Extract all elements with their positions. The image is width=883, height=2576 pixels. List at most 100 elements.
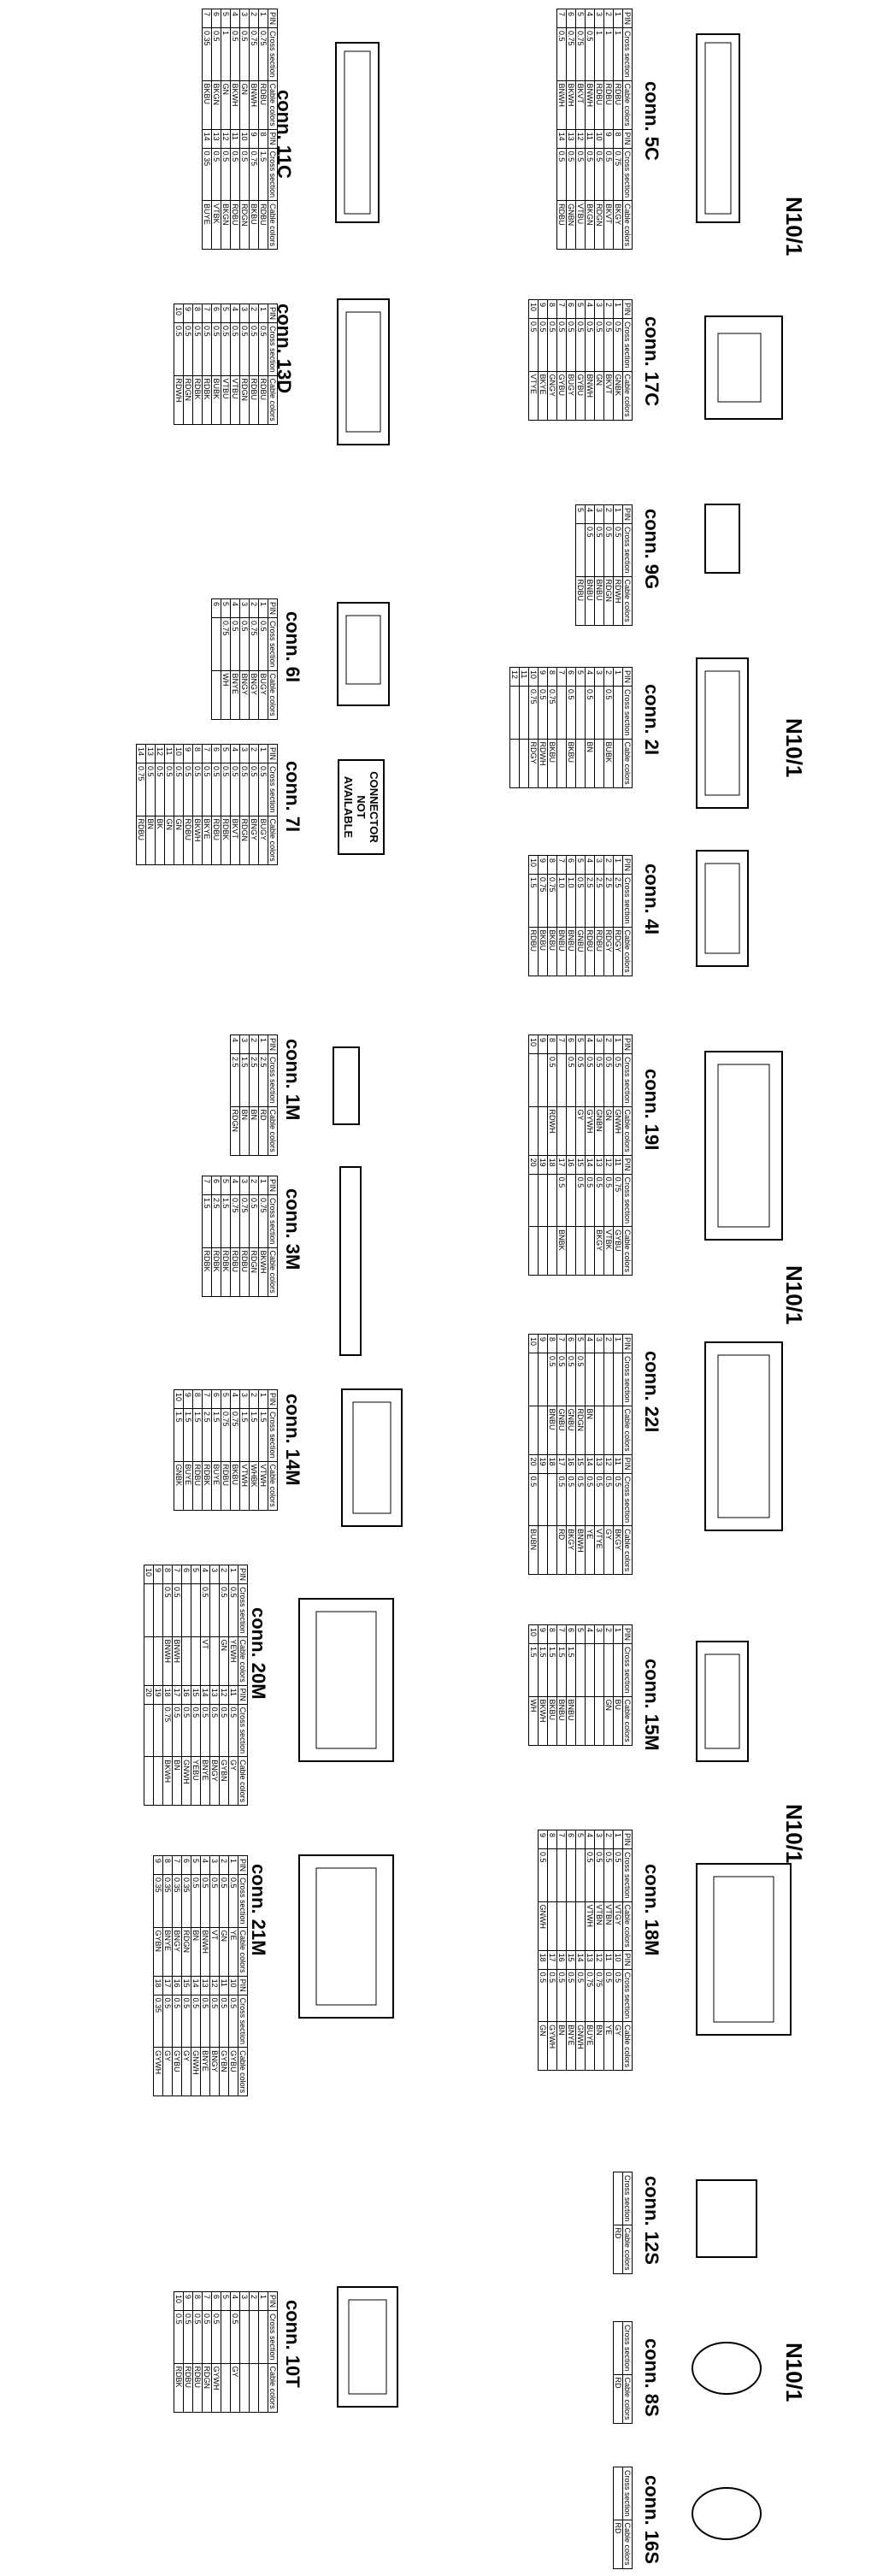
- table-cell: [209, 1636, 220, 1686]
- table-cell: [613, 686, 623, 740]
- table-cell: BKYE: [202, 816, 212, 865]
- table-cell: BKGY: [594, 1226, 604, 1276]
- table-cell: 8: [613, 129, 623, 149]
- table-cell: 0.75: [613, 1174, 623, 1227]
- table-cell: GY: [613, 2021, 623, 2071]
- table-cell: GNBN: [594, 1106, 604, 1156]
- table-cell: GNWH: [181, 1756, 191, 1806]
- table-cell: 1: [258, 9, 268, 28]
- table-cell: 3: [239, 304, 250, 323]
- table-cell: 3: [594, 667, 604, 687]
- page-label-4: N10/1: [781, 1804, 807, 1864]
- table-cell: 0.5: [192, 322, 203, 376]
- connector-6I-drawing: [337, 602, 390, 706]
- table-cell: 2: [603, 504, 614, 524]
- table-cell: 20: [528, 1454, 539, 1474]
- table-cell: 18: [547, 1454, 557, 1474]
- table-cell: 0.5: [556, 148, 567, 201]
- table-cell: 0.5: [164, 763, 174, 816]
- table-cell: 0.5: [239, 322, 250, 376]
- table-cell: 0.5: [594, 1174, 604, 1227]
- table-cell: 3: [239, 1176, 250, 1195]
- table-cell: 1: [613, 1035, 623, 1054]
- table-cell: 3: [594, 1830, 604, 1849]
- table-row: 3: [594, 667, 604, 788]
- table-cell: 15: [191, 1685, 201, 1705]
- table-cell: GYBU: [172, 2047, 182, 2096]
- table-cell: 1.5: [566, 1643, 576, 1697]
- table-cell: 0.35: [181, 1874, 191, 1928]
- table-cell: 7: [202, 744, 212, 763]
- table-cell: 7: [556, 9, 567, 28]
- table-cell: 10: [174, 304, 184, 323]
- table-cell: 0.5: [258, 763, 268, 816]
- table-cell: 0.5: [585, 1053, 595, 1107]
- table-cell: 13: [145, 744, 156, 763]
- table-cell: BUGY: [258, 816, 268, 865]
- cross-section-header: Cross section: [622, 686, 633, 740]
- table-cell: BUBN: [528, 1525, 539, 1575]
- table-cell: GYWH: [585, 1106, 595, 1156]
- table-cell: 0.5: [191, 1704, 201, 1757]
- table-cell: 12: [603, 1454, 614, 1474]
- cable-colors-header: Cable colors: [622, 1696, 633, 1746]
- cable-colors-header: Cable colors: [622, 2021, 633, 2071]
- table-cell: RDGN: [230, 1106, 240, 1156]
- table-cell: 0.5: [566, 686, 576, 740]
- table-cell: 9: [183, 2291, 193, 2311]
- table-cell: 1: [258, 1035, 268, 1054]
- table-cell: [221, 2310, 231, 2364]
- table-cell: [613, 1406, 623, 1455]
- table-cell: RD: [556, 1525, 567, 1575]
- table-cell: 0.5: [172, 1704, 182, 1757]
- table-cell: GNBK: [174, 1461, 184, 1511]
- table-cell: 1: [258, 1176, 268, 1195]
- cable-colors-header: Cable colors: [268, 670, 278, 720]
- table-cell: RDBU: [183, 2363, 193, 2413]
- table-cell: 0.5: [594, 1473, 604, 1526]
- table-cell: 1: [258, 304, 268, 323]
- table-cell: 0.5: [191, 1995, 201, 2048]
- table-cell: BKBU: [547, 739, 557, 788]
- table-cell: GY: [603, 1525, 614, 1575]
- table-cell: 0.5: [145, 763, 156, 816]
- table-cell: 11: [230, 129, 240, 149]
- table-cell: [538, 1053, 548, 1107]
- table-cell: [509, 686, 520, 740]
- table-cell: 0.5: [585, 318, 595, 372]
- pin-header: PIN: [622, 504, 633, 524]
- table-cell: 1: [613, 27, 623, 81]
- table-cell: 0.5: [594, 1848, 604, 1902]
- table-cell: 5: [575, 667, 586, 687]
- table-cell: 0.5: [183, 322, 193, 376]
- connector-title-1m: conn. 1M: [282, 1039, 303, 1121]
- pin-header: PIN: [622, 1454, 633, 1474]
- table-cell: 12: [219, 1685, 229, 1705]
- table-cell: [538, 1106, 548, 1156]
- table-cell: BKVT: [603, 200, 614, 250]
- table-cell: GN: [594, 371, 604, 421]
- table-cell: GYWH: [211, 2363, 221, 2413]
- table-cell: 4: [585, 1830, 595, 1849]
- table-cell: VTYE: [594, 1525, 604, 1575]
- table-cell: 16: [172, 1976, 182, 1995]
- cross-section-header: Cross section: [622, 1473, 633, 1526]
- table-cell: RDBK: [211, 1247, 221, 1297]
- table-cell: 6: [211, 304, 221, 323]
- table-cell: 3: [239, 744, 250, 763]
- table-cell: [538, 1473, 548, 1526]
- table-cell: 18: [153, 1976, 163, 1995]
- table-cell: 0.5: [585, 148, 595, 201]
